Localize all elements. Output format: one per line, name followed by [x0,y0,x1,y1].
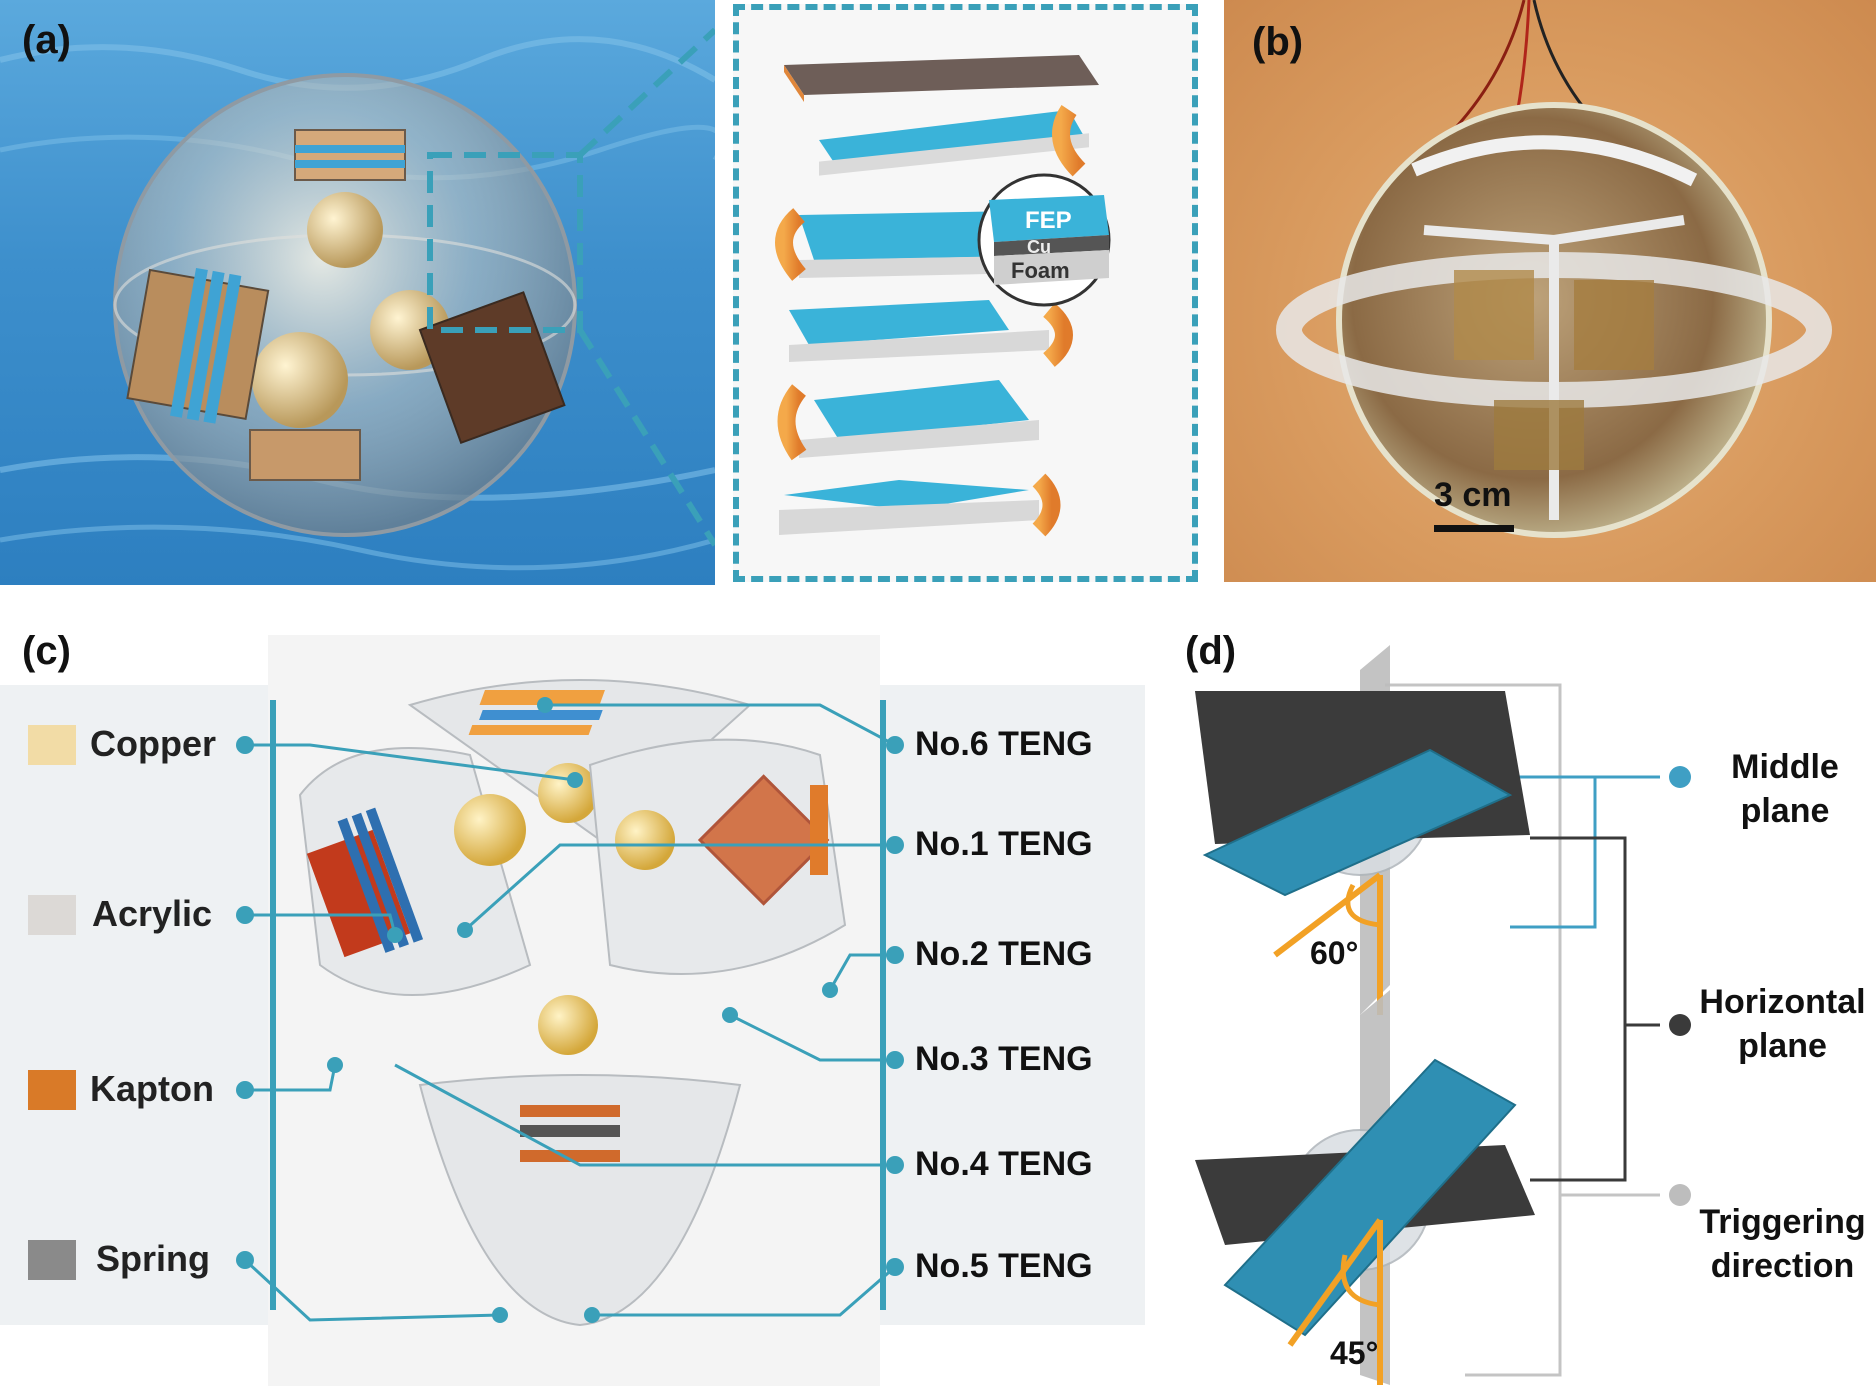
stack-layer-6 [779,473,1061,537]
plane-orientation-illustration [1195,645,1691,1385]
prototype-photo-illustration [1276,0,1832,538]
scale-bar [1434,525,1514,532]
angle-label-45: 45° [1330,1335,1379,1371]
teng-label-4: No.4 TENG [915,1145,1093,1183]
layer-label-fep: FEP [1025,207,1072,234]
stack-layer-1 [784,55,1099,102]
stack-layer-5 [777,380,1039,461]
panel-c-label: (c) [22,629,71,673]
angle-label-60: 60° [1310,935,1359,971]
label-middle-plane: Middle plane [1731,748,1839,830]
teng-label-3: No.3 TENG [915,1040,1093,1078]
panel-c-component-diagram: (c) Copper Acrylic Kapton Spring No.6 TE… [0,629,1160,1386]
panel-b-label: (b) [1252,20,1304,64]
panel-a-sphere-render: (a) [0,0,715,585]
stack-layer-2 [819,105,1089,177]
legend-label-spring: Spring [96,1238,210,1279]
layer-label-cu: Cu [1027,237,1051,257]
legend-swatch-spring [28,1240,76,1280]
legend-dot-middle-plane [1669,766,1691,788]
label-triggering-direction: Triggering direction [1699,1203,1866,1285]
panel-b-prototype-photo: (b) 3 cm [1224,0,1876,582]
stack-layer-4 [789,300,1073,367]
legend-dot-triggering-direction [1669,1184,1691,1206]
teng-label-6: No.6 TENG [915,725,1093,763]
teng-label-2: No.2 TENG [915,935,1093,973]
ocean-sphere-illustration [0,27,715,571]
legend-dot-horizontal-plane [1669,1014,1691,1036]
legend-swatch-kapton [28,1070,76,1110]
zigzag-teng-stack-illustration: FEP Cu Foam [775,55,1111,537]
panel-d-plane-diagram: (d) 60° 45° Middle plane Horizontal plan… [1185,629,1876,1386]
panel-a-zoom-inset: FEP Cu Foam [733,4,1198,582]
legend-swatch-copper [28,725,76,765]
panel-a-label: (a) [22,18,71,62]
legend-label-copper: Copper [90,723,216,764]
scale-bar-label: 3 cm [1434,476,1512,514]
legend-swatch-acrylic [28,895,76,935]
teng-label-1: No.1 TENG [915,825,1093,863]
panel-d-label: (d) [1185,629,1237,673]
label-horizontal-plane: Horizontal plane [1699,983,1866,1065]
component-diagram-illustration [0,635,1145,1386]
layer-label-foam: Foam [1011,258,1070,283]
teng-label-5: No.5 TENG [915,1247,1093,1285]
legend-label-kapton: Kapton [90,1068,214,1109]
legend-label-acrylic: Acrylic [92,893,213,934]
